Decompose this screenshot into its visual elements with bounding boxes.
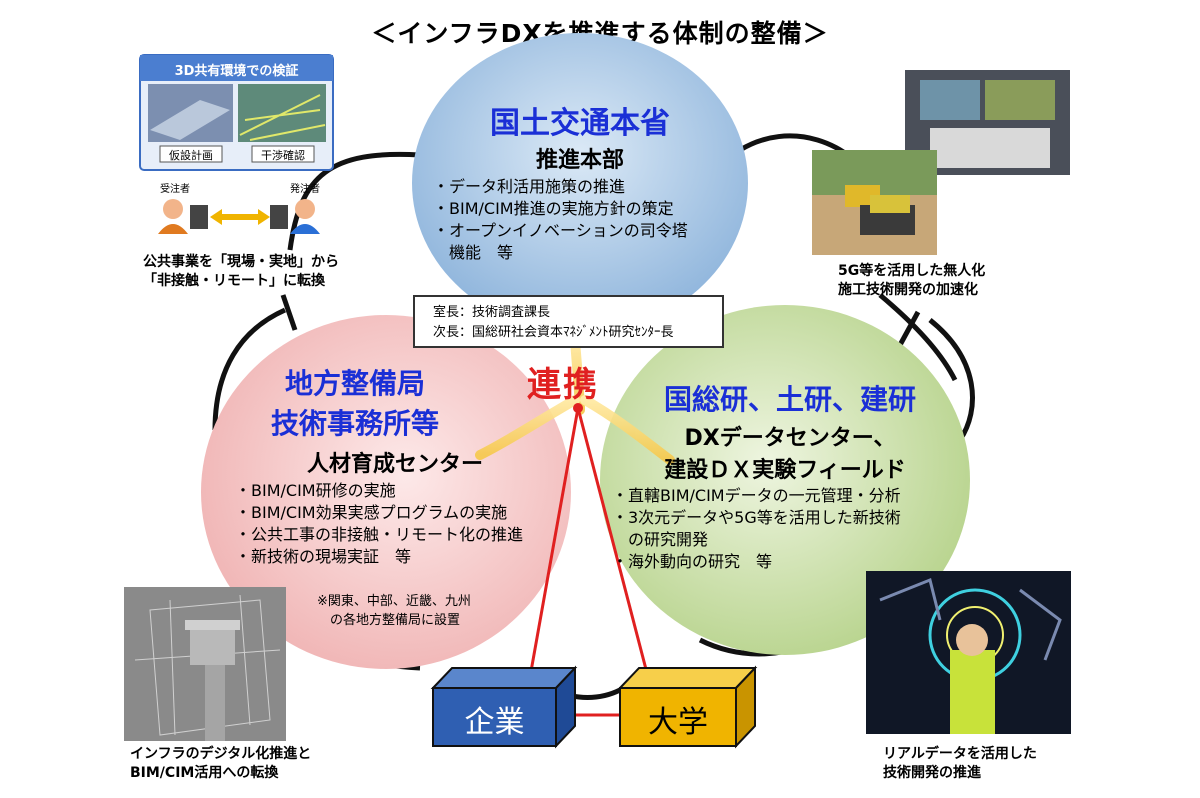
cooperation-label: 連携 [527,365,599,405]
caption-line: BIM/CIM活用への転換 [130,765,279,781]
company-label: 企業 [464,705,525,740]
caption-line: 公共事業を「現場・実地」から [143,254,339,270]
mlit-name: 国土交通本省 [490,106,670,141]
mlit-bullets: ・データ利活用施策の推進 ・BIM/CIM推進の実施方針の策定 ・オープンイノベ… [433,176,688,264]
list-item: の研究開発 [612,530,709,549]
list-item: ・海外動向の研究 等 [612,552,773,571]
regional-name-2: 技術事務所等 [270,407,439,440]
caption-line: リアルデータを活用した [883,746,1037,762]
illustration-header: 3D共有環境での検証 [174,64,299,79]
regional-circle [201,315,571,669]
regional-note-line: ※関東、中部、近畿、九州 [317,594,471,609]
university-box [617,665,758,749]
caption-top-right: 5G等を活用した無人化 施工技術開発の加速化 [838,262,985,300]
caption-top-left: 公共事業を「現場・実地」から 「非接触・リモート」に転換 [143,253,339,291]
caption-bottom-left: インフラのデジタル化推進と BIM/CIM活用への転換 [130,745,311,783]
caption-line: インフラのデジタル化推進と [130,746,312,762]
illustration-label-interference-check: 干渉確認 [261,149,305,162]
company-box [430,665,578,749]
illustration-person-client: 発注者 [290,184,320,195]
caption-line: 「非接触・リモート」に転換 [143,273,325,289]
research-bullets: ・直轄BIM/CIMデータの一元管理・分析 ・3次元データや5G等を活用した新技… [612,485,901,573]
list-item: ・データ利活用施策の推進 [433,177,626,196]
regional-name-1: 地方整備局 [284,367,425,400]
leaders-box: 室長：技術調査課長 次長：国総研社会資本ﾏﾈｼﾞﾒﾝﾄ研究ｾﾝﾀｰ長 [413,295,724,348]
research-circle [600,305,970,655]
research-sub-2: 建設ＤＸ実験フィールド [664,458,906,483]
leaders-line-deputy: 次長：国総研社会資本ﾏﾈｼﾞﾒﾝﾄ研究ｾﾝﾀｰ長 [433,325,674,340]
remote-construction-photo [812,70,1070,255]
caption-bottom-right: リアルデータを活用した 技術開発の推進 [883,745,1037,783]
caption-line: 施工技術開発の加速化 [838,282,978,298]
caption-line: 5G等を活用した無人化 [838,263,986,279]
list-item: ・直轄BIM/CIMデータの一元管理・分析 [612,486,901,505]
list-item: ・BIM/CIM推進の実施方針の策定 [433,199,674,218]
regional-note: ※関東、中部、近畿、九州 の各地方整備局に設置 [317,592,471,630]
research-sub-1: DXデータセンター、 [684,426,896,451]
caption-line: 技術開発の推進 [883,765,981,781]
shared-3d-environment-illustration [139,54,334,234]
university-label: 大学 [648,705,708,740]
illustration-person-contractor: 受注者 [160,184,190,195]
red-node-top [573,403,583,413]
regional-sub: 人材育成センター [306,452,483,477]
bim-cim-model-image [124,587,286,741]
illustration-label-temporary-plan: 仮設計画 [169,149,213,162]
real-data-research-photo [866,571,1071,734]
list-item: ・BIM/CIM効果実感プログラムの実施 [235,503,508,522]
list-item: 機能 等 [433,243,514,262]
list-item: ・3次元データや5G等を活用した新技術 [612,508,901,527]
mlit-sub: 推進本部 [535,148,624,173]
regional-note-line: の各地方整備局に設置 [317,613,461,628]
list-item: ・新技術の現場実証 等 [235,547,412,566]
list-item: ・公共工事の非接触・リモート化の推進 [235,525,524,544]
research-name: 国総研、土研、建研 [663,383,916,416]
mlit-circle [412,33,748,333]
list-item: ・オープンイノベーションの司令塔 [433,221,688,240]
leaders-line-chief: 室長：技術調査課長 [433,305,551,320]
list-item: ・BIM/CIM研修の実施 [235,481,396,500]
regional-bullets: ・BIM/CIM研修の実施 ・BIM/CIM効果実感プログラムの実施 ・公共工事… [235,480,523,568]
